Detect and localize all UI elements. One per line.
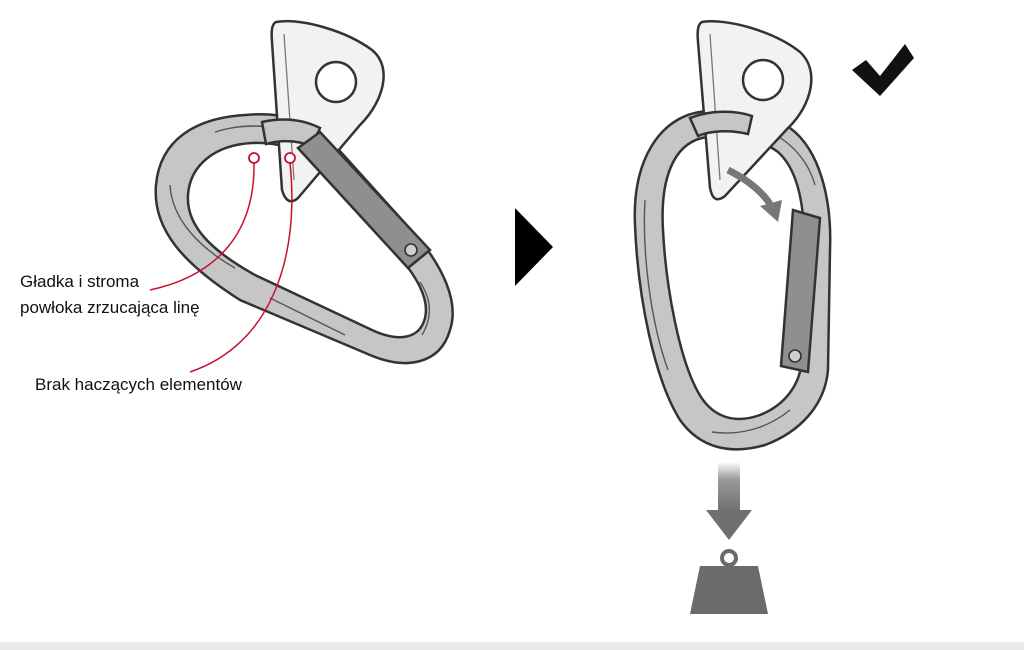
down-arrow-icon [706, 462, 752, 540]
carabiner-right-body [633, 108, 832, 451]
down-arrow-head [706, 510, 752, 540]
gate-left-bar [296, 130, 432, 270]
gate-right-rivet [788, 349, 802, 363]
callout-no-snag: Brak haczących elementów [35, 375, 243, 394]
slide-arrow-shaft [726, 166, 773, 207]
callout-marker [248, 152, 260, 164]
hanger-right-bolt-hole [741, 58, 785, 102]
hanger-right-plate [696, 20, 813, 201]
callout-leader-smooth [149, 162, 255, 291]
checkmark-icon [852, 44, 914, 96]
hanger-right-edge [709, 33, 721, 181]
triangle-arrow-icon [515, 208, 553, 286]
gate-right [779, 208, 822, 374]
callout-smooth-nose-line1: Gładka i stroma [20, 272, 140, 291]
slide-arrow-icon [726, 166, 782, 222]
gate-right-bar [779, 208, 822, 374]
weight-body [690, 566, 768, 614]
bottom-strip [0, 642, 1024, 650]
weight-icon [690, 549, 768, 614]
carabiner-left-groove [169, 184, 236, 269]
carabiner-right-groove [711, 409, 791, 434]
slide-arrow-head [760, 200, 782, 222]
carabiner-right [633, 108, 832, 451]
down-arrow-shaft [718, 462, 740, 512]
hanger-right [696, 20, 813, 201]
hanger-left [270, 20, 385, 203]
carabiner-right-groove [643, 199, 669, 371]
callout-leader-snag [189, 162, 293, 373]
carabiner-right-front-bar [688, 110, 754, 138]
carabiner-left-groove [419, 281, 430, 336]
gate-left [296, 130, 432, 270]
hanger-left-bolt-hole [314, 60, 358, 104]
weight-ring [720, 549, 738, 567]
carabiner-left-groove [269, 297, 346, 336]
left-illustration: Gładka i stroma powłoka zrzucająca linę … [20, 20, 454, 394]
callout-marker [284, 152, 296, 164]
right-illustration [633, 20, 832, 451]
hanger-left-plate [270, 20, 385, 203]
gate-left-rivet [404, 243, 418, 257]
callout-smooth-nose-line2: powłoka zrzucająca linę [20, 298, 200, 317]
callout-lines [149, 152, 296, 373]
